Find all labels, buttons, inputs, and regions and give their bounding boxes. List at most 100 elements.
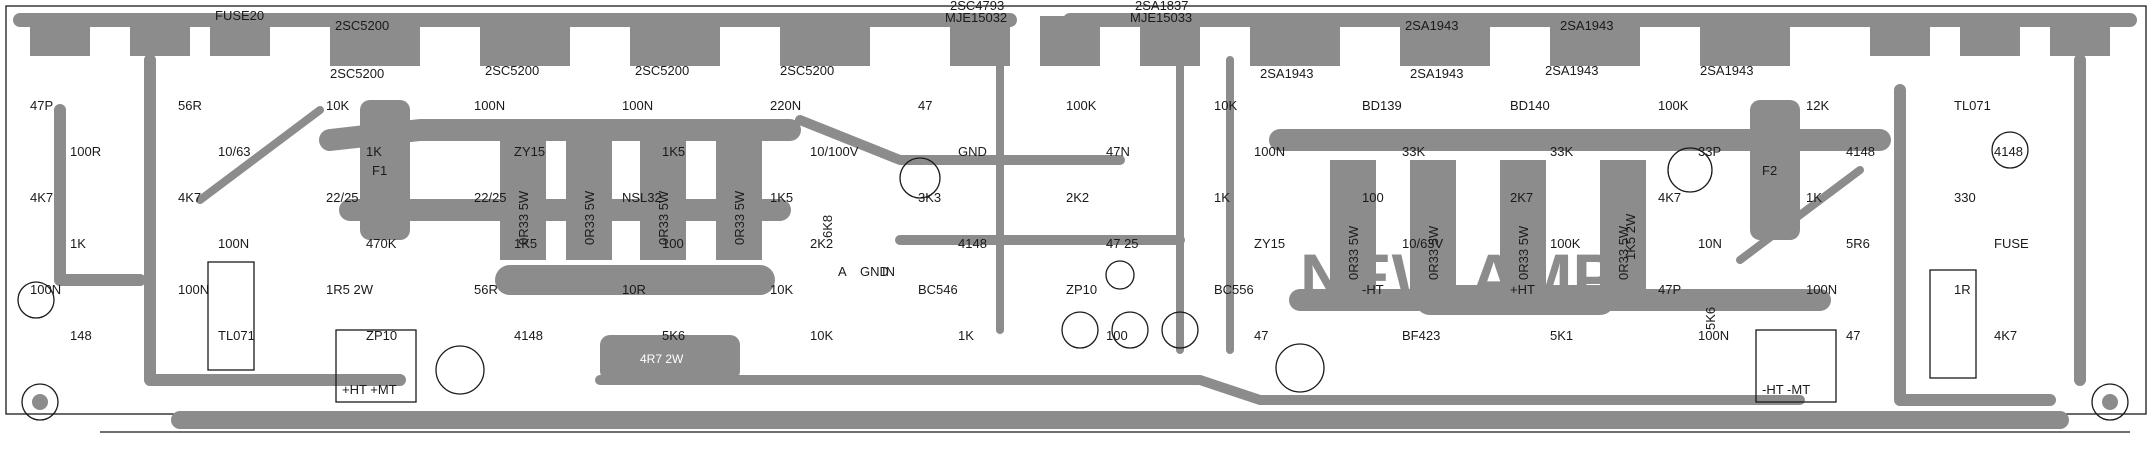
connector-pad <box>130 26 190 56</box>
component-label: 56R <box>178 98 202 113</box>
component-label: 1K <box>1214 190 1230 205</box>
transistor-pad <box>1400 16 1490 66</box>
component-label: 33K <box>1550 144 1573 159</box>
transistor-label: 2SC5200 <box>780 63 834 78</box>
fuse-label: F2 <box>1762 163 1777 178</box>
component-label: ZP10 <box>366 328 397 343</box>
transistor-pad <box>1250 16 1340 66</box>
fuse-holder-left <box>360 100 410 240</box>
component-label: 4148 <box>1994 144 2023 159</box>
component-label: 4K7 <box>1994 328 2017 343</box>
component-label: 10R <box>622 282 646 297</box>
transistor-pad <box>330 16 420 66</box>
component-label: 470K <box>366 236 397 251</box>
component-label: 148 <box>70 328 92 343</box>
component-label: 5K1 <box>1550 328 1573 343</box>
component-label: 10/63 <box>218 144 251 159</box>
component-label: 1R <box>1954 282 1971 297</box>
component-label: 100N <box>622 98 653 113</box>
capacitor <box>899 157 941 199</box>
transistor-pad <box>1550 16 1640 66</box>
component-label: 33P <box>1698 144 1721 159</box>
board-outline <box>5 5 2147 415</box>
component-label: BD140 <box>1510 98 1550 113</box>
connector-pad <box>210 26 270 56</box>
fuse-holder-right <box>1750 100 1800 240</box>
component-label: 47P <box>1658 282 1681 297</box>
component-label: BC546 <box>918 282 958 297</box>
connector-pad <box>30 26 90 56</box>
resistor-label: 0R33 5W <box>1346 225 1361 280</box>
component-label: 10/100V <box>810 144 859 159</box>
transistor-pad <box>1700 16 1790 66</box>
component-label: -HT <box>1362 282 1384 297</box>
connector-pad <box>1960 26 2020 56</box>
component-label: 1K <box>1806 190 1822 205</box>
connector-right-label: -HT -MT <box>1762 382 1810 397</box>
transistor-label: 2SC5200 <box>335 18 389 33</box>
resistor-label: 0R33 5W <box>516 190 531 245</box>
component-label: NSL32 <box>622 190 662 205</box>
component-label: BD139 <box>1362 98 1402 113</box>
transistor-pad <box>480 16 570 66</box>
component-label: 47N <box>1106 144 1130 159</box>
component-label: 4K7 <box>1658 190 1681 205</box>
component-label: BF423 <box>1402 328 1440 343</box>
component-label: +HT <box>1510 282 1535 297</box>
resistor-label: 0R33 5W <box>582 190 597 245</box>
component-label: 100N <box>178 282 209 297</box>
component-label: 100K <box>1550 236 1581 251</box>
top-label: 2SC4793 <box>950 0 1004 13</box>
emitter-resistor <box>1600 160 1646 290</box>
component-label: 1K <box>958 328 974 343</box>
component-label: 1K5 <box>662 144 685 159</box>
resistor-label: 5K6 <box>1703 307 1718 330</box>
board-watermark-text: NEW AMP <box>1300 240 1617 314</box>
transistor-pad <box>1040 16 1100 66</box>
capacitor <box>1667 147 1713 193</box>
component-label: 10/63V <box>1402 236 1444 251</box>
component-label: FUSE <box>1994 236 2029 251</box>
resistor-label: 0R33 5W <box>1616 225 1631 280</box>
resistor-label: 0R33 5W <box>1516 225 1531 280</box>
emitter-resistor <box>640 140 686 260</box>
component-label: 56R <box>474 282 498 297</box>
component-label: 10K <box>1214 98 1237 113</box>
component-label: 4148 <box>1846 144 1875 159</box>
emitter-resistor <box>716 140 762 260</box>
emitter-resistor <box>1410 160 1456 290</box>
capacitor <box>435 345 485 395</box>
top-label: MJE15032 <box>945 10 1007 25</box>
component-label: 100N <box>474 98 505 113</box>
component-label: 100N <box>218 236 249 251</box>
component-label: 47 <box>1254 328 1268 343</box>
resistor-label: 0R33 5W <box>732 190 747 245</box>
resistor-label: 4R7 2W <box>640 352 684 366</box>
component-label: ZY15 <box>514 144 545 159</box>
component-label: 10K <box>810 328 833 343</box>
top-label: FUSE20 <box>215 8 264 23</box>
capacitor <box>1111 311 1149 349</box>
component-label: 47 <box>1846 328 1860 343</box>
component-label: 47 <box>918 98 932 113</box>
connector-pad <box>2050 26 2110 56</box>
component-label: 100N <box>1698 328 1729 343</box>
component-label: 3K3 <box>918 190 941 205</box>
mounting-holes <box>21 383 2129 421</box>
transistor-pad <box>630 16 720 66</box>
fuse-holders <box>360 100 1800 240</box>
transistor-label: 2SA1943 <box>1545 63 1599 78</box>
top-transistor-pads <box>30 16 2110 66</box>
emitter-resistor <box>566 140 612 260</box>
connector-left-label: +HT +MT <box>342 382 397 397</box>
component-label: 100 <box>1362 190 1384 205</box>
emitter-resistor <box>500 140 546 260</box>
io-label: IN <box>882 264 895 279</box>
connector-left <box>335 329 417 403</box>
transistor-pad <box>780 16 870 66</box>
ic-tl071-left <box>207 261 255 371</box>
component-label: GND <box>958 144 987 159</box>
resistor-label: 0R33 5W <box>1426 225 1441 280</box>
resistor-label: 0R33 5W <box>656 190 671 245</box>
